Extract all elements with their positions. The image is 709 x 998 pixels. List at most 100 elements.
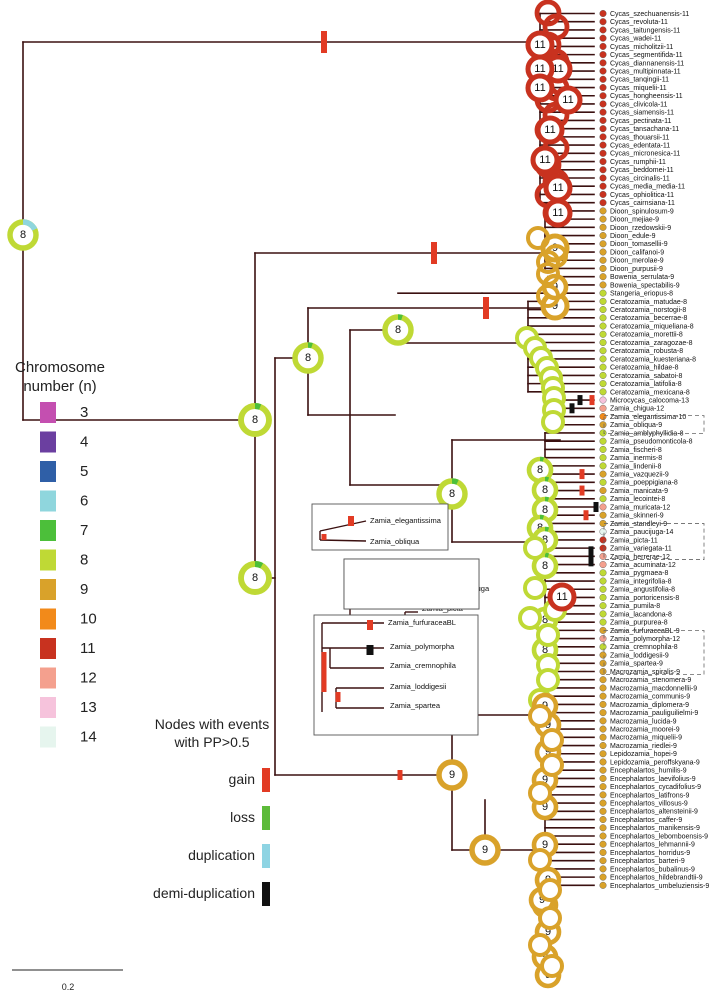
tip-label: Zamia_polymorpha-12	[610, 636, 680, 643]
tip-dot	[599, 445, 607, 453]
gain-marker	[431, 242, 437, 264]
tip-label: Macrozamia_stenomera-9	[610, 677, 691, 684]
pie-center	[541, 121, 559, 139]
tip-dot	[599, 758, 607, 766]
tip-dot	[599, 116, 607, 124]
tip-label: Ceratozamia_miqueliana-8	[610, 323, 694, 330]
tip-label: Ceratozamia_mexicana-8	[610, 389, 690, 396]
tip-dot	[599, 174, 607, 182]
tip-label: Zamia_vazquezii-9	[610, 472, 669, 479]
pie-slice	[544, 476, 550, 482]
tip-label: Encephalartos_bubalinus-9	[610, 866, 695, 873]
tip-dot	[599, 799, 607, 807]
scale-bar: 0.2	[12, 969, 123, 992]
inset-event-marker	[335, 692, 341, 702]
legend-swatch-4	[40, 431, 56, 453]
node-state-label: 11	[539, 154, 550, 166]
tip-dot	[599, 725, 607, 733]
inset-frame	[313, 614, 479, 736]
tip-dot	[599, 791, 607, 799]
legend-swatch-5	[40, 461, 56, 482]
node-state-label: 9	[449, 769, 455, 781]
legend-label-8: 8	[80, 552, 88, 569]
tip-dot	[599, 18, 607, 26]
tip-dot	[599, 26, 607, 34]
pie-center	[531, 60, 549, 78]
tip-label: Macrozamia_spiralis-9	[610, 669, 680, 676]
tip-dot	[599, 297, 607, 305]
tip-label: Macrozamia_diplomera-9	[610, 702, 689, 709]
ancestral-state-pie: 8	[526, 456, 554, 484]
event-legend-label-duplication: duplication	[188, 847, 255, 863]
tip-dot	[599, 404, 607, 412]
demi-duplication-marker	[593, 502, 599, 512]
tip-dot	[599, 199, 607, 207]
tip-label: Encephalartos_villosus-9	[610, 801, 688, 808]
tip-label: Cycas_clivicola-11	[610, 101, 668, 108]
tip-dot	[599, 511, 607, 519]
tip-label: Encephalartos_altensteinii-9	[610, 809, 698, 816]
inset-taxon-label: Zamia_obliqua	[370, 537, 420, 546]
tip-label: Cycas_hongheensis-11	[610, 93, 683, 100]
node-state-label: 8	[542, 534, 548, 546]
tip-label: Zamia_paucijuga-14	[610, 529, 674, 536]
tip-dot	[599, 692, 607, 700]
node-state-label: 8	[252, 414, 258, 426]
tip-dot	[599, 84, 607, 92]
tip-dot	[599, 709, 607, 717]
dashed-highlight	[603, 630, 705, 675]
tip-label: Cycas_rumphii-11	[610, 159, 666, 166]
tip-dot	[599, 215, 607, 223]
tip-label: Zamia_spartea-9	[610, 661, 663, 668]
tip-dot	[599, 643, 607, 651]
ancestral-state-pie: 11	[543, 173, 573, 203]
tip-dot	[599, 635, 607, 643]
tip-dot	[599, 166, 607, 174]
gain-marker	[583, 510, 589, 521]
pie-slice	[539, 456, 545, 462]
legend-label-6: 6	[80, 493, 88, 510]
legend-swatch-8	[40, 549, 56, 571]
tip-label: Ceratozamia_hildae-8	[610, 365, 679, 372]
tip-dot	[599, 585, 607, 593]
tip-label: Zamia_loddigesii-9	[610, 652, 669, 659]
ancestral-state-nodes: 8888889999911111111111111111188888888119…	[7, 0, 583, 989]
zamia-node-ring	[536, 623, 560, 647]
tip-label: Encephalartos_umbeluziensis-9	[610, 883, 709, 890]
tip-label: Zamia_skinneri-9	[610, 513, 664, 520]
tip-dot	[599, 125, 607, 133]
legend-title-line2: number (n)	[23, 378, 96, 395]
tip-dot	[599, 495, 607, 503]
clade-inset: Zamia_furfuraceaBLZamia_polymorphaZamia_…	[313, 614, 479, 736]
node-state-label: 9	[545, 719, 551, 731]
node-state-label: 8	[542, 560, 548, 572]
gain-marker	[321, 31, 327, 53]
tip-dot	[599, 552, 607, 560]
pie-center	[536, 557, 554, 575]
tip-label: Dioon_spinulosum-9	[610, 208, 674, 215]
legend-label-3: 3	[80, 404, 88, 421]
tip-label: Encephalartos_horridus-9	[610, 850, 690, 857]
gain-marker	[579, 469, 585, 480]
tip-dot	[599, 848, 607, 856]
tip-dot	[599, 240, 607, 248]
tip-dot	[599, 659, 607, 667]
pie-center	[549, 204, 567, 222]
scale-bar-label: 0.2	[62, 982, 75, 992]
pie-center	[442, 484, 462, 504]
tip-label: Ceratozamia_latifolia-8	[610, 381, 682, 388]
tip-dot	[599, 322, 607, 330]
tip-dot	[599, 602, 607, 610]
pie-center	[531, 79, 549, 97]
tip-label: Macrozamia_pauliguilielmi-9	[610, 710, 698, 717]
ancestral-state-pie: 8	[382, 314, 414, 346]
tip-dot	[599, 306, 607, 314]
tip-label: Ceratozamia_matudae-8	[610, 299, 687, 306]
tip-dot	[599, 750, 607, 758]
ancestral-state-pie: 9	[436, 759, 468, 791]
tip-dot	[599, 182, 607, 190]
tip-label: Cycas_szechuanensis-11	[610, 11, 689, 18]
legend-label-14: 14	[80, 729, 97, 746]
pie-center	[553, 588, 571, 606]
tip-dot	[599, 676, 607, 684]
